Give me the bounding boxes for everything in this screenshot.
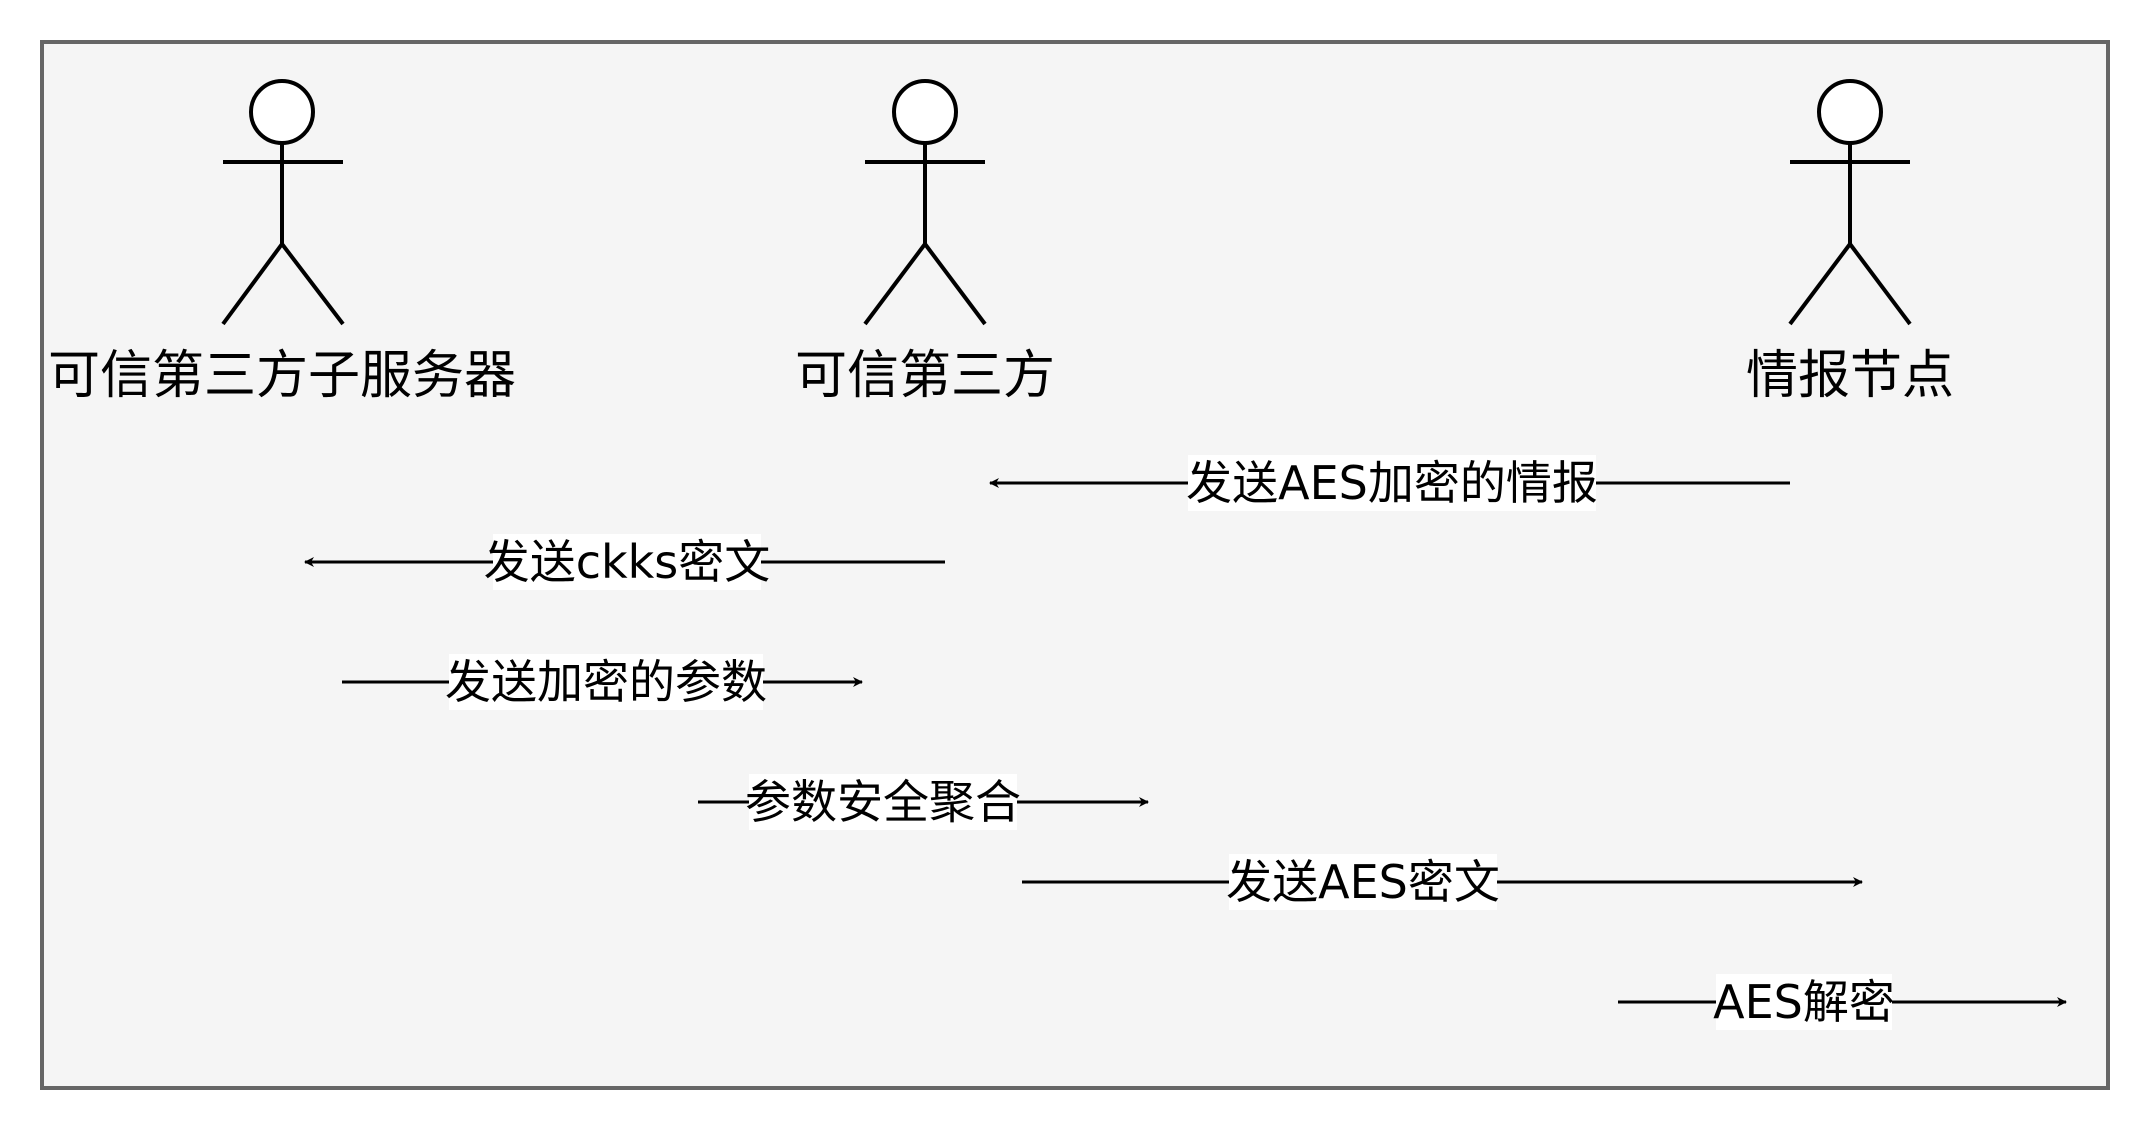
actor-ttp: 可信第三方 [795, 79, 1055, 406]
message-label-bg [449, 654, 763, 710]
message-send-ckks: 发送ckks密文 [304, 534, 945, 590]
actor-label-sub-server: 可信第三方子服务器 [48, 346, 516, 406]
message-send-aes-intel: 发送AES加密的情报 [989, 455, 1790, 511]
message-label-bg [1229, 854, 1497, 910]
message-label: AES解密 [1713, 975, 1895, 1029]
message-label: 发送AES密文 [1226, 855, 1500, 909]
message-aes-decrypt: AES解密 [1618, 974, 2067, 1030]
message-secure-aggregation: 参数安全聚合 [698, 774, 1149, 830]
message-send-aes-ciphertext: 发送AES密文 [1022, 854, 1863, 910]
stick-figure-icon [1788, 79, 1912, 326]
actor-sub-server: 可信第三方子服务器 [48, 79, 516, 406]
message-label-bg [493, 534, 761, 590]
message-label: 参数安全聚合 [745, 775, 1021, 829]
message-label: 发送AES加密的情报 [1186, 456, 1598, 510]
message-send-encrypted-params: 发送加密的参数 [342, 654, 863, 710]
actor-intel-node: 情报节点 [1746, 79, 1954, 406]
actor-label-intel-node: 情报节点 [1746, 346, 1954, 406]
stick-figure-icon [221, 79, 345, 326]
message-label-bg [749, 774, 1017, 830]
stick-figure-icon [863, 79, 987, 326]
actor-label-ttp: 可信第三方 [795, 346, 1055, 406]
message-label: 发送加密的参数 [445, 655, 767, 709]
diagram-frame [40, 40, 2110, 1090]
message-label-bg [1188, 455, 1596, 511]
message-label-bg [1716, 974, 1892, 1030]
message-label: 发送ckks密文 [484, 535, 771, 589]
